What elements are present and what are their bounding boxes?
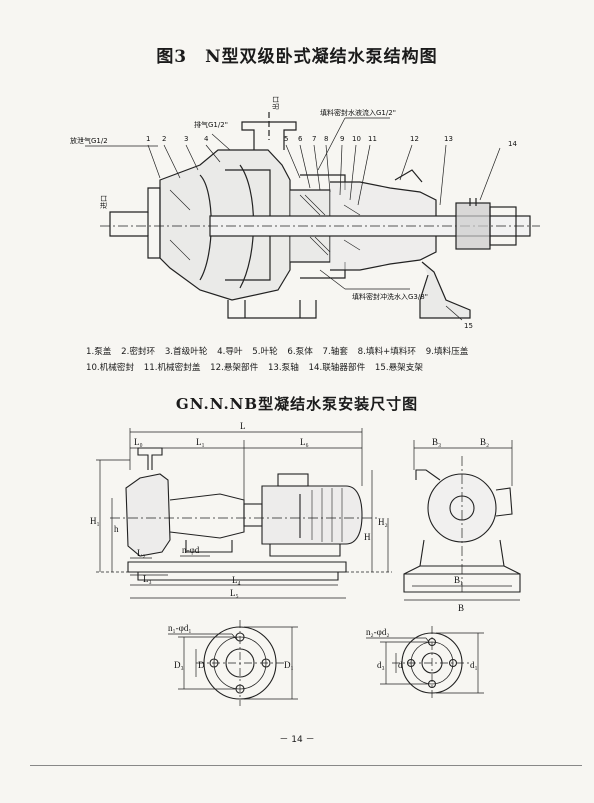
callout-15: 15 (464, 322, 473, 330)
pump-section-drawing: 1 2 3 4 5 6 7 8 9 10 11 12 13 14 15 放泄气G… (70, 96, 540, 330)
dim-H2: H₂ (378, 517, 388, 527)
legend-item: 4.导叶 (217, 347, 243, 357)
legend-item: 9.填料压盖 (425, 347, 469, 357)
callout-inlet: 进口 (100, 195, 108, 209)
callout-10: 10 (352, 135, 361, 143)
callout-8: 8 (324, 135, 328, 143)
callout-13: 13 (444, 135, 453, 143)
callout-5: 5 (284, 135, 288, 143)
legend-item: 15.悬架支架 (374, 363, 423, 373)
callout-12: 12 (410, 135, 419, 143)
bottom-rule (30, 765, 582, 766)
callout-drain: 放泄气G1/2 (70, 136, 108, 145)
legend-item: 12.悬架部件 (210, 363, 259, 373)
legend-item: 3.首级叶轮 (164, 347, 208, 357)
dim-L6: L₆ (300, 437, 309, 447)
flange-right-d3: d₃ (377, 660, 385, 670)
dim-B1: B₁ (454, 575, 463, 585)
legend-item: 2.密封环 (121, 347, 156, 357)
dim-H: H (364, 532, 371, 542)
callout-2: 2 (162, 135, 166, 143)
legend-item: 6.泵体 (287, 347, 313, 357)
callout-4: 4 (204, 135, 209, 143)
flange-left-D3: D₃ (174, 660, 184, 670)
dim-B3: B₃ (432, 437, 441, 447)
dim-L: L (240, 421, 246, 431)
flange-left-D: D (198, 660, 205, 670)
legend-item: 10.机械密封 (86, 363, 135, 373)
dim-L0: L₀ (134, 437, 143, 447)
legend-item: 8.填料+填料环 (357, 347, 417, 357)
dim-B: B (458, 603, 464, 613)
install-figure-title: GN.N.NB型凝结水泵安装尺寸图 (175, 395, 419, 413)
callout-vent: 排气G1/2" (194, 120, 228, 129)
flange-right-d: d (398, 660, 403, 670)
dim-h: h (114, 524, 119, 534)
legend-item: 5.叶轮 (252, 347, 278, 357)
dim-H1: H₁ (90, 516, 100, 526)
dim-B2: B₂ (480, 437, 489, 447)
callout-7: 7 (312, 135, 316, 143)
dim-L1: L₁ (196, 437, 205, 447)
legend-item: 14.联轴器部件 (308, 363, 366, 373)
callout-9: 9 (340, 135, 344, 143)
legend-row-2: 10.机械密封 11.机械密封盖 12.悬架部件 13.泵轴 14.联轴器部件 … (86, 361, 430, 373)
figure3-title: 图3 N型双级卧式凝结水泵结构图 (156, 47, 438, 67)
flange-right-holes: n₂-φd₂ (366, 627, 389, 637)
dim-L3: L₃ (143, 574, 152, 584)
callout-11: 11 (368, 135, 377, 143)
callout-6: 6 (298, 135, 303, 143)
legend-item: 1.泵盖 (86, 347, 112, 357)
legend-item: 7.轴套 (322, 347, 348, 357)
callout-1: 1 (146, 135, 150, 143)
flange-left-holes: n₁-φd₁ (168, 623, 191, 633)
flange-left-D1: D₁ (284, 660, 294, 670)
callout-outlet: 出口 (271, 96, 280, 110)
legend-item: 13.泵轴 (267, 363, 299, 373)
legend-item: 11.机械密封盖 (143, 363, 201, 373)
page-number: － 14 － (279, 735, 315, 745)
callout-seal-water-in: 填料密封水液流入G1/2" (320, 108, 396, 117)
callout-14: 14 (508, 140, 517, 148)
legend-row-1: 1.泵盖 2.密封环 3.首级叶轮 4.导叶 5.叶轮 6.泵体 7.轴套 8.… (86, 345, 475, 357)
dim-L4: L₄ (232, 575, 241, 585)
dim-L5: L₅ (230, 588, 239, 598)
flange-right-d1: d₁ (470, 660, 478, 670)
dim-nd: n-φd (182, 545, 200, 555)
callout-3: 3 (184, 135, 188, 143)
dim-L2: L₂ (137, 548, 146, 558)
callout-flush-water-in: 填料密封冲洗水入G3/8" (352, 292, 428, 301)
